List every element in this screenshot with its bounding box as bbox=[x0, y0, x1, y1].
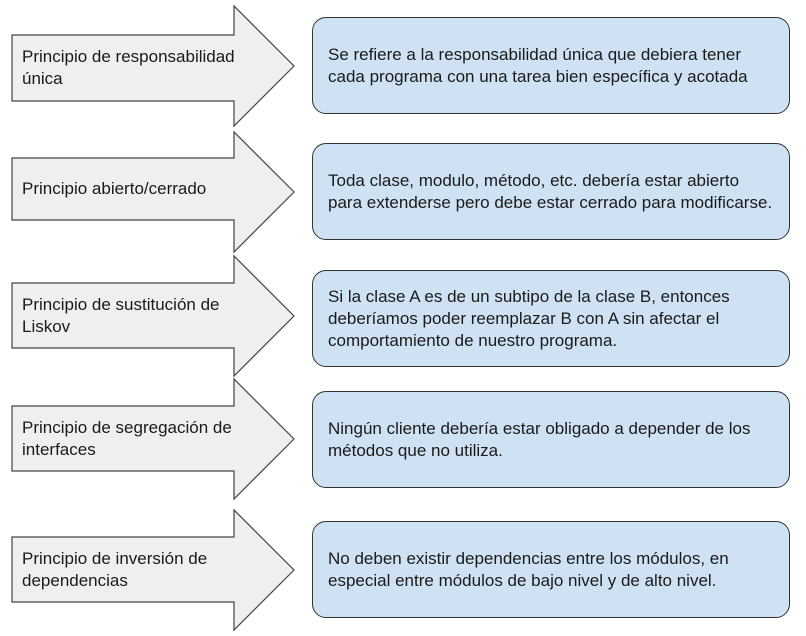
principle-name: Principio de responsabilidad única bbox=[22, 47, 235, 88]
principle-description-box: Se refiere a la responsabilidad única qu… bbox=[312, 17, 790, 114]
arrow-shape bbox=[11, 254, 295, 378]
principle-description-box: Si la clase A es de un subtipo de la cla… bbox=[312, 270, 790, 367]
principle-description-box: Ningún cliente debería estar obligado a … bbox=[312, 391, 790, 488]
arrow-shape bbox=[11, 377, 295, 501]
arrow-shape bbox=[11, 130, 295, 254]
principle-name: Principio de inversión de dependencias bbox=[22, 548, 208, 590]
principle-description-box: No deben existir dependencias entre los … bbox=[312, 521, 790, 618]
principle-row: Principio abierto/cerrado bbox=[0, 130, 806, 254]
principle-name: Principio de segregación de interfaces bbox=[22, 417, 232, 459]
principle-description-box: Toda clase, modulo, método, etc. debería… bbox=[312, 143, 790, 240]
principle-row: Principio de responsabilidad única bbox=[0, 4, 806, 128]
principle-row: Principio de sustitución de Liskov bbox=[0, 254, 806, 378]
principle-name: Principio abierto/cerrado bbox=[22, 179, 207, 198]
principle-name: Principio de sustitución de Liskov bbox=[22, 294, 220, 336]
arrow-shape bbox=[11, 4, 295, 128]
principle-row: Principio de inversión de dependencias bbox=[0, 508, 806, 632]
arrow-shape bbox=[11, 508, 295, 632]
principle-row: Principio de segregación de interfaces bbox=[0, 377, 806, 501]
